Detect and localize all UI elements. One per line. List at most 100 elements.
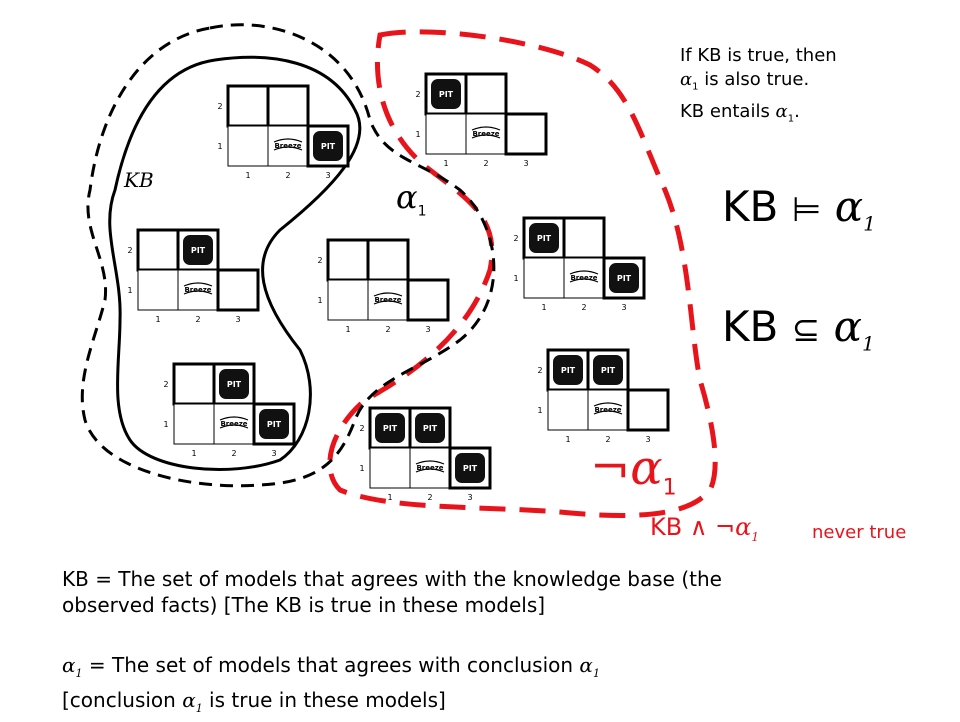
grid-cell <box>326 238 370 282</box>
note-line-3-text: KB entails <box>680 100 776 122</box>
alpha-def-pre: [conclusion <box>62 688 183 712</box>
grid-cell <box>226 84 270 128</box>
entailment-note: If KB is true, then α1 is also true. KB … <box>680 44 837 131</box>
row-label-1: 1 <box>127 286 132 295</box>
note-line-2-alpha: α <box>680 69 693 90</box>
col-label-3: 3 <box>645 435 650 444</box>
grid-cell <box>136 228 180 272</box>
pit-icon <box>431 79 461 109</box>
row-label-2: 2 <box>415 90 420 99</box>
grid-cell <box>626 388 670 432</box>
grid-cell <box>366 238 410 282</box>
col-label-1: 1 <box>155 315 160 324</box>
col-label-3: 3 <box>621 303 626 312</box>
breeze-icon <box>183 282 213 295</box>
col-label-2: 2 <box>195 315 200 324</box>
entails-relation: KB ⊨ α1 <box>722 182 876 235</box>
kb-definition: KB = The set of models that agrees with … <box>62 566 722 618</box>
pit-icon <box>183 235 213 265</box>
alpha-def-sub-2: 1 <box>592 667 600 680</box>
row-label-1: 1 <box>317 296 322 305</box>
pit-label: PIT <box>227 380 242 389</box>
kb-definition-line-2: observed facts) [The KB is true in these… <box>62 593 546 617</box>
never-true-text: never true <box>812 522 907 543</box>
entails-alpha: α <box>834 182 864 231</box>
breeze-label: Breeze <box>184 286 211 294</box>
breeze-label: Breeze <box>220 420 247 428</box>
row-label-1: 1 <box>513 274 518 283</box>
subset-alpha: α <box>833 302 862 351</box>
alpha-def-alpha: α <box>62 653 76 677</box>
pit-icon <box>553 355 583 385</box>
pit-icon <box>415 413 445 443</box>
breeze-label: Breeze <box>274 142 301 150</box>
note-line-2: α1 is also true. <box>680 68 837 100</box>
entails-left: KB <box>722 182 779 231</box>
pit-label: PIT <box>383 424 398 433</box>
col-label-3: 3 <box>325 171 330 180</box>
conj-alpha: α <box>735 513 752 541</box>
grid-cell <box>172 362 216 406</box>
row-label-2: 2 <box>317 256 322 265</box>
pit-label: PIT <box>537 234 552 243</box>
conj-text: KB ∧ ¬ <box>650 513 736 541</box>
pit-icon <box>455 453 485 483</box>
alpha-boundary <box>80 23 496 488</box>
pit-label: PIT <box>321 142 336 151</box>
not-alpha-label: ¬α1 <box>590 440 677 501</box>
note-line-3-alpha: α <box>775 100 788 122</box>
grid-cell <box>563 257 605 299</box>
col-label-1: 1 <box>245 171 250 180</box>
pit-label: PIT <box>267 420 282 429</box>
pit-label: PIT <box>463 464 478 473</box>
conj-sub: 1 <box>751 529 759 544</box>
col-label-1: 1 <box>345 325 350 334</box>
conjunction-relation: KB ∧ ¬α1 <box>650 513 759 544</box>
row-label-2: 2 <box>537 366 542 375</box>
pit-icon <box>529 223 559 253</box>
alpha-region-label: α1 <box>396 178 427 219</box>
grid-cell <box>367 279 409 321</box>
note-line-1: If KB is true, then <box>680 45 837 66</box>
pit-icon <box>313 131 343 161</box>
subset-sub: 1 <box>861 331 875 356</box>
pit-label: PIT <box>423 424 438 433</box>
not-alpha-subscript: 1 <box>662 475 677 501</box>
alpha-def-text: = The set of models that agrees with con… <box>82 653 580 677</box>
kb-region-label-text: KB <box>124 168 154 192</box>
col-label-2: 2 <box>231 449 236 458</box>
pit-icon <box>219 369 249 399</box>
col-label-3: 3 <box>271 449 276 458</box>
breeze-icon <box>471 126 501 139</box>
not-alpha-symbol: ¬α <box>590 440 663 496</box>
row-label-1: 1 <box>537 406 542 415</box>
subset-left: KB <box>722 302 779 351</box>
breeze-icon <box>593 402 623 415</box>
breeze-icon <box>569 270 599 283</box>
alpha-region-subscript: 1 <box>417 203 427 220</box>
pit-icon <box>609 263 639 293</box>
subset-relation: KB ⊆ α1 <box>722 302 875 355</box>
pit-icon <box>259 409 289 439</box>
pit-label: PIT <box>439 90 454 99</box>
alpha-definition-line-2: [conclusion α1 is true in these models] <box>62 687 600 722</box>
col-label-2: 2 <box>581 303 586 312</box>
breeze-icon <box>273 138 303 151</box>
pit-label: PIT <box>561 366 576 375</box>
col-label-1: 1 <box>387 493 392 502</box>
note-line-3: KB entails α1. <box>680 100 837 132</box>
breeze-label: Breeze <box>416 464 443 472</box>
note-line-2-text: is also true. <box>698 69 810 90</box>
alpha-region-symbol: α <box>396 178 418 216</box>
grid-cell <box>465 113 507 155</box>
alpha-def-alpha-2: α <box>579 653 593 677</box>
